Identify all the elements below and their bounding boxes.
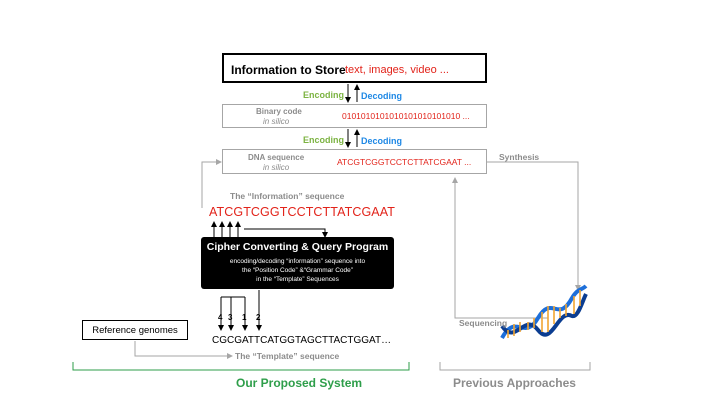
reference-genomes-box: Reference genomes — [82, 320, 188, 340]
info-seq-value: ATCGTCGGTCCTCTTATCGAAT — [209, 205, 395, 219]
proposed-bracket — [72, 362, 410, 371]
information-examples: text, images, video ... — [345, 64, 449, 76]
position-number-1: 1 — [242, 313, 247, 322]
reference-genomes-label: Reference genomes — [92, 325, 178, 336]
dna-value: ATCGTCGGTCCTCTTATCGAAT ... — [337, 157, 472, 167]
info-to-dna-line — [201, 159, 222, 208]
position-number-4: 4 — [218, 313, 223, 322]
position-number-3: 3 — [228, 313, 233, 322]
binary-subtitle: in silico — [263, 117, 290, 126]
sequencing-label: Sequencing — [459, 318, 508, 328]
cipher-program-title: Cipher Converting & Query Program — [206, 241, 389, 253]
proposed-system-label: Our Proposed System — [236, 376, 363, 390]
cipher-program-desc-1: encoding/decoding “information” sequence… — [229, 258, 366, 265]
info-to-program-line — [244, 228, 328, 238]
dna-helix-icon — [500, 284, 588, 340]
encoding-label-2: Encoding — [303, 135, 344, 145]
cipher-program-desc-3: in the “Template” Sequences — [256, 276, 339, 283]
reference-to-template-line — [134, 341, 233, 359]
dna-subtitle: in silico — [263, 163, 290, 172]
binary-value: 0101010101010101010101010 ... — [342, 111, 470, 121]
sequencing-line — [452, 177, 548, 319]
position-number-2: 2 — [256, 313, 261, 322]
previous-approaches-label: Previous Approaches — [453, 376, 576, 390]
synthesis-label: Synthesis — [499, 152, 540, 162]
decoding-label-2: Decoding — [361, 136, 403, 146]
decoding-label-1: Decoding — [361, 91, 403, 101]
synthesis-line — [487, 161, 581, 291]
information-title: Information to Store — [231, 63, 346, 77]
dna-title: DNA sequence — [248, 153, 305, 162]
template-seq-value: CGCGATTCATGGTAGCTTACTGGAT… — [212, 335, 392, 346]
cipher-program-desc-2: the “Position Code” &“Grammar Code” — [242, 267, 353, 274]
dna-sequence-box: DNA sequence in silico ATCGTCGGTCCTCTTAT… — [222, 149, 487, 174]
template-seq-label: The “Template” sequence — [235, 351, 340, 361]
information-box: Information to Store text, images, video… — [222, 53, 487, 83]
cipher-program-box: Cipher Converting & Query Program encodi… — [201, 237, 394, 289]
binary-title: Binary code — [256, 107, 302, 116]
encoding-label-1: Encoding — [303, 90, 344, 100]
binary-code-box: Binary code in silico 010101010101010101… — [222, 104, 487, 128]
info-seq-label: The “Information” sequence — [230, 191, 345, 201]
previous-bracket — [439, 362, 591, 371]
